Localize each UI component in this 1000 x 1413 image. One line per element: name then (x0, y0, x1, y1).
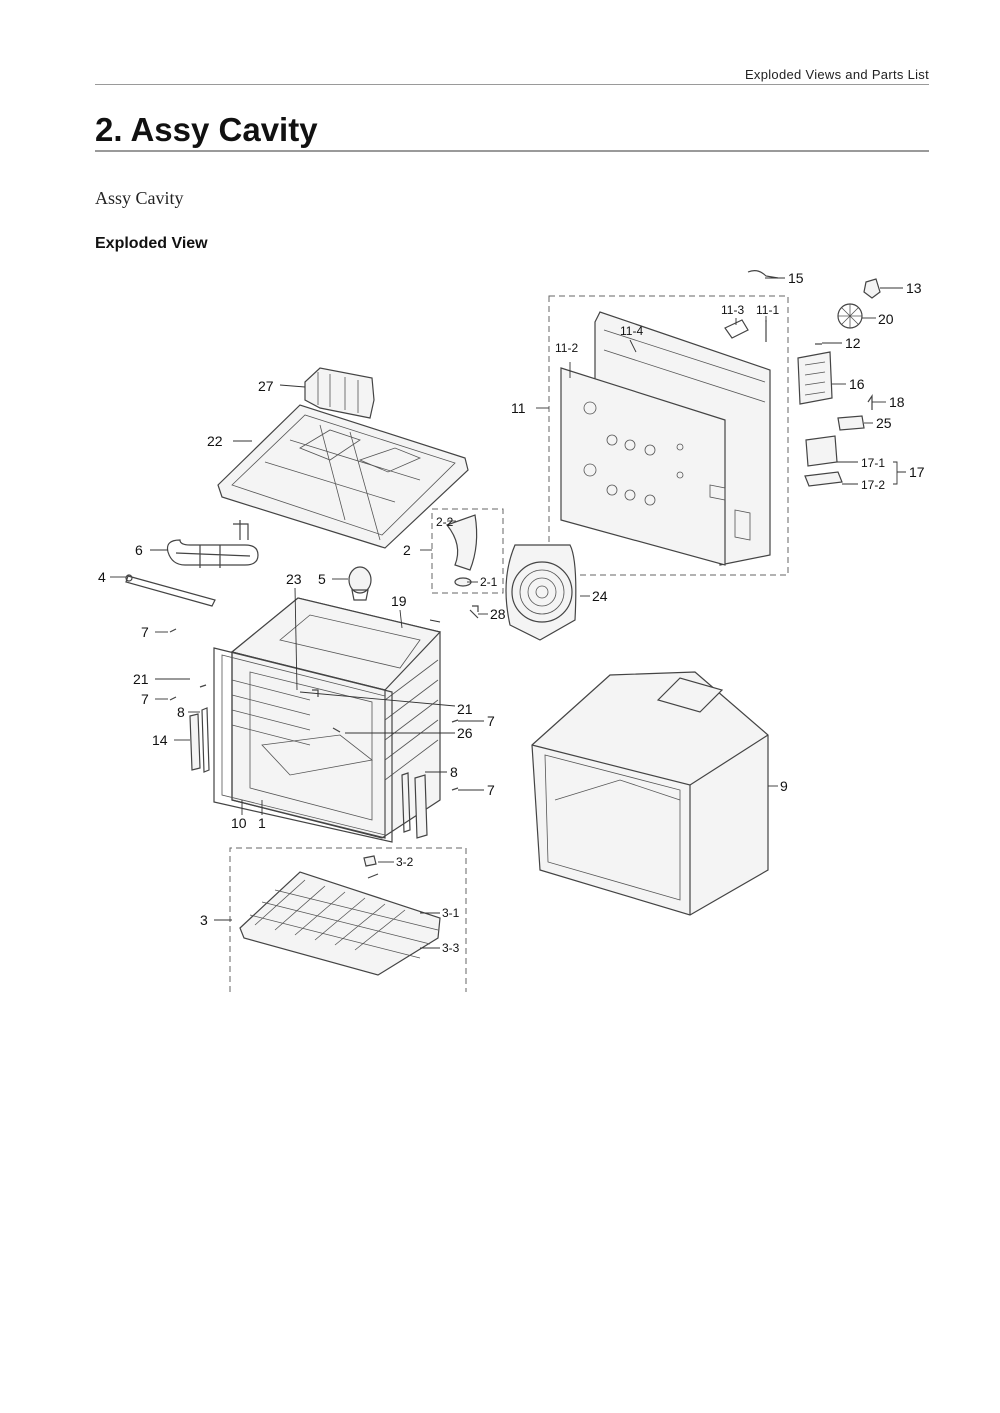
callout-25: 25 (876, 415, 892, 431)
part-23-lamp-socket (312, 689, 319, 697)
callout-7-a: 7 (141, 624, 149, 640)
callout-18: 18 (889, 394, 905, 410)
part-17-1-cover (805, 435, 838, 467)
callout-12: 12 (845, 335, 861, 351)
callout-3-2: 3-2 (396, 855, 414, 869)
part-24-fan-cover (505, 544, 577, 641)
running-header: Exploded Views and Parts List (744, 67, 929, 82)
callout-8-b: 8 (450, 764, 458, 780)
part-11-3-sensor (724, 319, 749, 339)
callout-17-1: 17-1 (861, 456, 885, 470)
callout-16: 16 (849, 376, 865, 392)
part-8-rail-right (401, 772, 428, 839)
callout-20: 20 (878, 311, 894, 327)
callout-2: 2 (403, 542, 411, 558)
part-15-wire (747, 270, 779, 279)
callout-2-2: 2-2 (436, 515, 454, 529)
part-19-cavity (230, 597, 442, 839)
callout-11-1: 11-1 (756, 303, 779, 317)
callout-6: 6 (135, 542, 143, 558)
part-7-screw-c (451, 719, 459, 723)
part-20-fan-blade (837, 303, 863, 329)
part-26-clip (332, 727, 341, 733)
callout-7-b: 7 (141, 691, 149, 707)
header-rule (95, 84, 929, 85)
part-7-screw-a (169, 628, 177, 633)
part-5-lamp (348, 566, 372, 601)
part-4-bracket-rod (125, 574, 216, 607)
part-6-heating-element (166, 520, 259, 568)
part-1-frame (213, 647, 393, 843)
callout-3: 3 (200, 912, 208, 928)
callout-26: 26 (457, 725, 473, 741)
callout-1: 1 (258, 815, 266, 831)
callout-2-1: 2-1 (480, 575, 498, 589)
page-title: 2. Assy Cavity (95, 111, 318, 148)
callout-21-b: 21 (457, 701, 473, 717)
callout-7-c: 7 (487, 713, 495, 729)
part-8-rail-left (201, 707, 210, 773)
callout-8-a: 8 (177, 704, 185, 720)
section-heading: Exploded View (95, 235, 208, 252)
part-7-screw-b (169, 696, 177, 701)
callout-14: 14 (152, 732, 168, 748)
callout-11: 11 (511, 400, 526, 416)
callout-24: 24 (592, 588, 608, 604)
callout-17-2: 17-2 (861, 478, 885, 492)
title-rule (95, 150, 929, 152)
callout-7-d: 7 (487, 782, 495, 798)
part-3-2-clip (367, 873, 379, 879)
callout-11-4: 11-4 (620, 324, 643, 338)
callout-15: 15 (788, 270, 804, 286)
part-18-screw (867, 394, 873, 410)
part-16-bracket (797, 351, 833, 405)
callout-23: 23 (286, 571, 302, 587)
callout-11-3: 11-3 (721, 303, 744, 317)
callout-3-3: 3-3 (442, 941, 460, 955)
callout-28: 28 (490, 606, 506, 622)
callout-13: 13 (906, 280, 922, 296)
leader-lines (110, 277, 906, 949)
part-28-screw (469, 605, 479, 619)
page-subtitle: Assy Cavity (95, 188, 184, 208)
group-box-2 (431, 508, 504, 594)
part-22-top-panel (217, 404, 469, 549)
part-2-2-duct (446, 514, 478, 571)
part-25-terminal (837, 415, 865, 431)
part-3-2-bracket (363, 855, 377, 867)
callout-21-a: 21 (133, 671, 149, 687)
part-17-2-plate (804, 471, 843, 487)
part-9-outer-cover (531, 671, 769, 916)
part-3-rack (239, 871, 441, 976)
callout-22: 22 (207, 433, 223, 449)
callout-9: 9 (780, 778, 788, 794)
callout-5: 5 (318, 571, 326, 587)
callout-19: 19 (391, 593, 407, 609)
callout-11-2: 11-2 (555, 341, 578, 355)
part-14-rail (189, 713, 201, 771)
part-7-screw-d (451, 787, 459, 791)
callout-27: 27 (258, 378, 274, 394)
callout-17: 17 (909, 464, 925, 480)
part-27-bracket (304, 367, 375, 419)
callout-10: 10 (231, 815, 247, 831)
part-11-back-panel (560, 311, 771, 566)
callout-3-1: 3-1 (442, 906, 460, 920)
callout-4: 4 (98, 569, 106, 585)
part-13-motor (863, 278, 881, 299)
part-21-screw (199, 684, 207, 688)
